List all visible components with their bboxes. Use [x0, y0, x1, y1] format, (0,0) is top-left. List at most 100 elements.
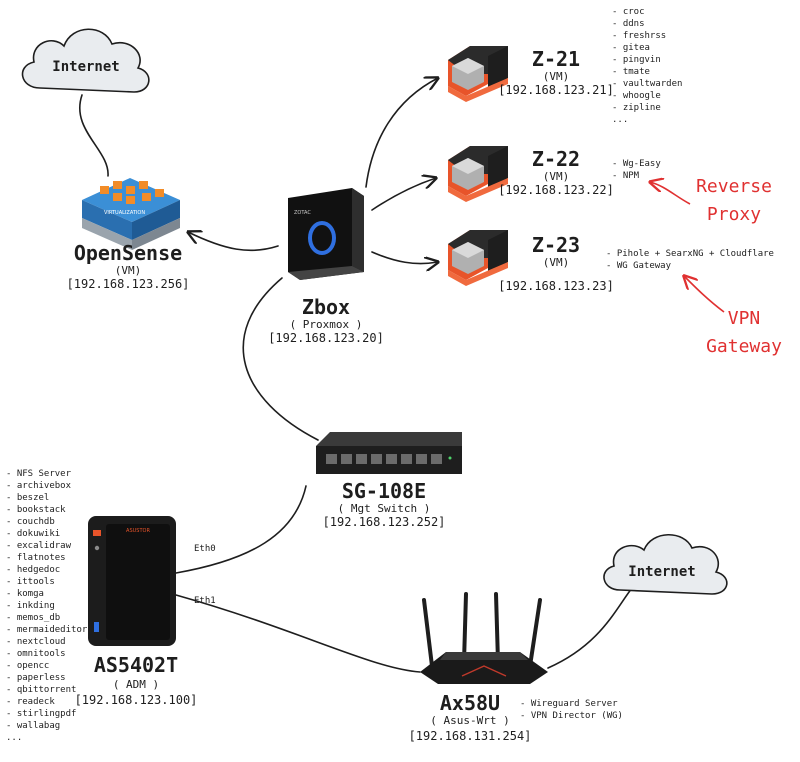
link-zbox-z22: [371, 178, 436, 211]
router-ip: [192.168.131.254]: [409, 729, 532, 743]
switch-node: SG-108E ( Mgt Switch ) [192.168.123.252]: [316, 432, 462, 529]
zbox-role: ( Proxmox ): [290, 318, 363, 331]
link-zbox-opnsense: [188, 232, 279, 252]
z22-services: - Wg-Easy - NPM: [612, 159, 661, 181]
zbox-name: Zbox: [302, 295, 350, 319]
link-zbox-z23: [371, 251, 438, 264]
opnsense-name: OpenSense: [74, 241, 182, 265]
list-item: - couchdb: [6, 517, 55, 527]
zbox-device-icon: ZOTAC: [288, 188, 364, 280]
list-item: - zipline: [612, 103, 661, 113]
link-router-internet: [547, 587, 633, 669]
list-item: - inkding: [6, 601, 55, 611]
connections: [79, 78, 633, 673]
eth1-label: Eth1: [194, 596, 216, 606]
reverse-proxy-annotation: Reverse Proxy: [650, 176, 772, 225]
opnsense-ip: [192.168.123.256]: [67, 277, 190, 291]
list-item: - wallabag: [6, 721, 60, 731]
z22-name: Z-22: [532, 147, 580, 171]
list-item: - paperless: [6, 673, 66, 683]
z23-ip: [192.168.123.23]: [498, 279, 614, 293]
list-item: - vaultwarden: [612, 79, 682, 89]
router-device-icon: [420, 592, 548, 684]
virtualization-icon: VIRTUALIZATION: [82, 178, 180, 250]
list-item: - Pihole + SearxNG + Cloudflare: [606, 249, 774, 259]
list-item: - komga: [6, 589, 44, 599]
internet-top-label: Internet: [52, 59, 119, 75]
router-role: ( Asus-Wrt ): [430, 714, 509, 727]
list-item: - whoogle: [612, 91, 661, 101]
link-zbox-switch: [242, 277, 319, 441]
z22-role: (VM): [543, 170, 570, 183]
list-item: - tmate: [612, 67, 650, 77]
annotation-arrow: [650, 182, 691, 205]
list-item: - stirlingpdf: [6, 709, 76, 719]
link-nas-switch-eth0: [175, 485, 307, 574]
eth0-label: Eth0: [194, 544, 216, 554]
z21-services: - croc - ddns - freshrss - gitea - pingv…: [612, 7, 682, 125]
z23-node: Z-23 (VM) [192.168.123.23] - Pihole + Se…: [448, 230, 774, 293]
nas-ip: [192.168.123.100]: [75, 693, 198, 707]
nas-role: ( ADM ): [113, 678, 159, 691]
list-item: - archivebox: [6, 481, 72, 491]
switch-role: ( Mgt Switch ): [338, 502, 431, 515]
list-item: - opencc: [6, 661, 49, 671]
switch-device-icon: [316, 432, 462, 474]
nas-node: ASUSTOR AS5402T ( ADM ) [192.168.123.100…: [6, 469, 197, 743]
list-item: - VPN Director (WG): [520, 711, 623, 721]
vpn-gateway-line-1: VPN: [728, 308, 761, 329]
switch-name: SG-108E: [342, 479, 426, 503]
z21-ip: [192.168.123.21]: [498, 83, 614, 97]
zbox-ip: [192.168.123.20]: [268, 331, 384, 345]
virtualization-graphic-label: VIRTUALIZATION: [104, 210, 145, 216]
z23-name: Z-23: [532, 233, 580, 257]
proxmox-vm-icon: [448, 230, 508, 286]
link-internet-opnsense: [79, 94, 109, 177]
reverse-proxy-line-1: Reverse: [696, 176, 772, 197]
list-item: - pingvin: [612, 55, 661, 65]
list-item: - gitea: [612, 43, 650, 53]
list-item: - excalidraw: [6, 541, 72, 551]
nas-device-icon: ASUSTOR: [88, 516, 176, 646]
router-name: Ax58U: [440, 691, 500, 715]
list-item: - beszel: [6, 493, 49, 503]
router-node: Ax58U ( Asus-Wrt ) [192.168.131.254] - W…: [409, 592, 623, 743]
annotation-arrow: [684, 276, 725, 313]
list-item: - hedgedoc: [6, 565, 60, 575]
z21-name: Z-21: [532, 47, 580, 71]
list-item: - ddns: [612, 19, 645, 29]
list-item: - WG Gateway: [606, 261, 672, 271]
internet-cloud-top: Internet: [21, 28, 150, 93]
list-item: - NPM: [612, 171, 640, 181]
list-item: - bookstack: [6, 505, 66, 515]
internet-right-label: Internet: [628, 564, 695, 580]
internet-cloud-right: Internet: [603, 534, 728, 595]
zbox-brand: ZOTAC: [294, 210, 311, 216]
z23-role: (VM): [543, 256, 570, 269]
switch-ip: [192.168.123.252]: [323, 515, 446, 529]
zbox-node: ZOTAC Zbox ( Proxmox ) [192.168.123.20]: [268, 188, 384, 345]
z22-ip: [192.168.123.22]: [498, 183, 614, 197]
z21-node: Z-21 (VM) [192.168.123.21] - croc - ddns…: [448, 7, 682, 125]
nas-name: AS5402T: [94, 653, 178, 677]
list-item: ...: [6, 733, 22, 743]
vpn-gateway-line-2: Gateway: [706, 336, 782, 357]
list-item: - ittools: [6, 577, 55, 587]
list-item: - croc: [612, 7, 645, 17]
cloud-icon: [21, 28, 150, 93]
z23-services: - Pihole + SearxNG + Cloudflare - WG Gat…: [606, 249, 774, 271]
vpn-gateway-annotation: VPN Gateway: [684, 276, 782, 357]
z21-role: (VM): [543, 70, 570, 83]
list-item: - NFS Server: [6, 469, 72, 479]
list-item: - dokuwiki: [6, 529, 60, 539]
list-item: - flatnotes: [6, 553, 66, 563]
list-item: - omnitools: [6, 649, 66, 659]
reverse-proxy-line-2: Proxy: [707, 204, 761, 225]
list-item: ...: [612, 115, 628, 125]
list-item: - mermaideditor: [6, 625, 88, 635]
nas-services: - NFS Server - archivebox - beszel - boo…: [6, 469, 88, 743]
nas-brand: ASUSTOR: [126, 528, 150, 534]
list-item: - Wireguard Server: [520, 699, 618, 709]
list-item: - memos_db: [6, 613, 60, 623]
